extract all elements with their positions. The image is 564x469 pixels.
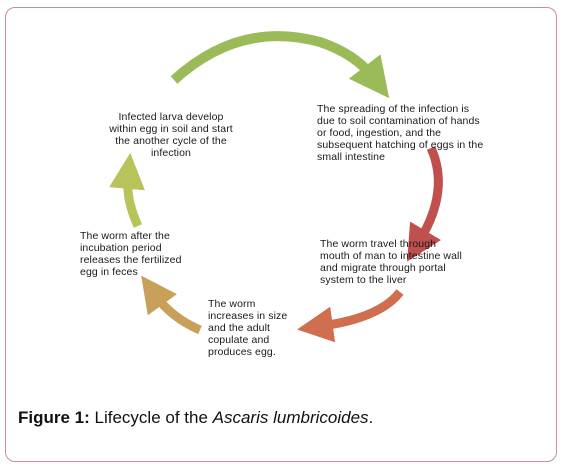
cycle-step-1-text: Infected larva develop within egg in soi…: [109, 111, 233, 159]
cycle-arrow-5: [109, 152, 145, 228]
cycle-arrow-4: [141, 275, 202, 335]
cycle-arrow-1: [170, 31, 390, 99]
figure-caption-text-before: Lifecycle of the: [89, 408, 213, 427]
cycle-arrow-2: [407, 146, 443, 262]
figure-frame: [5, 7, 557, 462]
figure-caption-species: Ascaris lumbricoides: [212, 408, 369, 427]
cycle-step-5-text: The worm after the incubation period rel…: [80, 230, 182, 278]
figure-caption-label: Figure 1:: [18, 408, 90, 427]
cycle-step-4-text: The worm increases in size and the adult…: [208, 298, 288, 358]
cycle-step-3-text: The worm travel through mouth of man to …: [320, 238, 462, 286]
cycle-arrow-3: [297, 289, 404, 343]
cycle-step-2-text: The spreading of the infection is due to…: [317, 103, 484, 163]
figure-caption: Figure 1: Lifecycle of the Ascaris lumbr…: [18, 408, 373, 428]
figure-caption-text-after: .: [368, 408, 374, 427]
